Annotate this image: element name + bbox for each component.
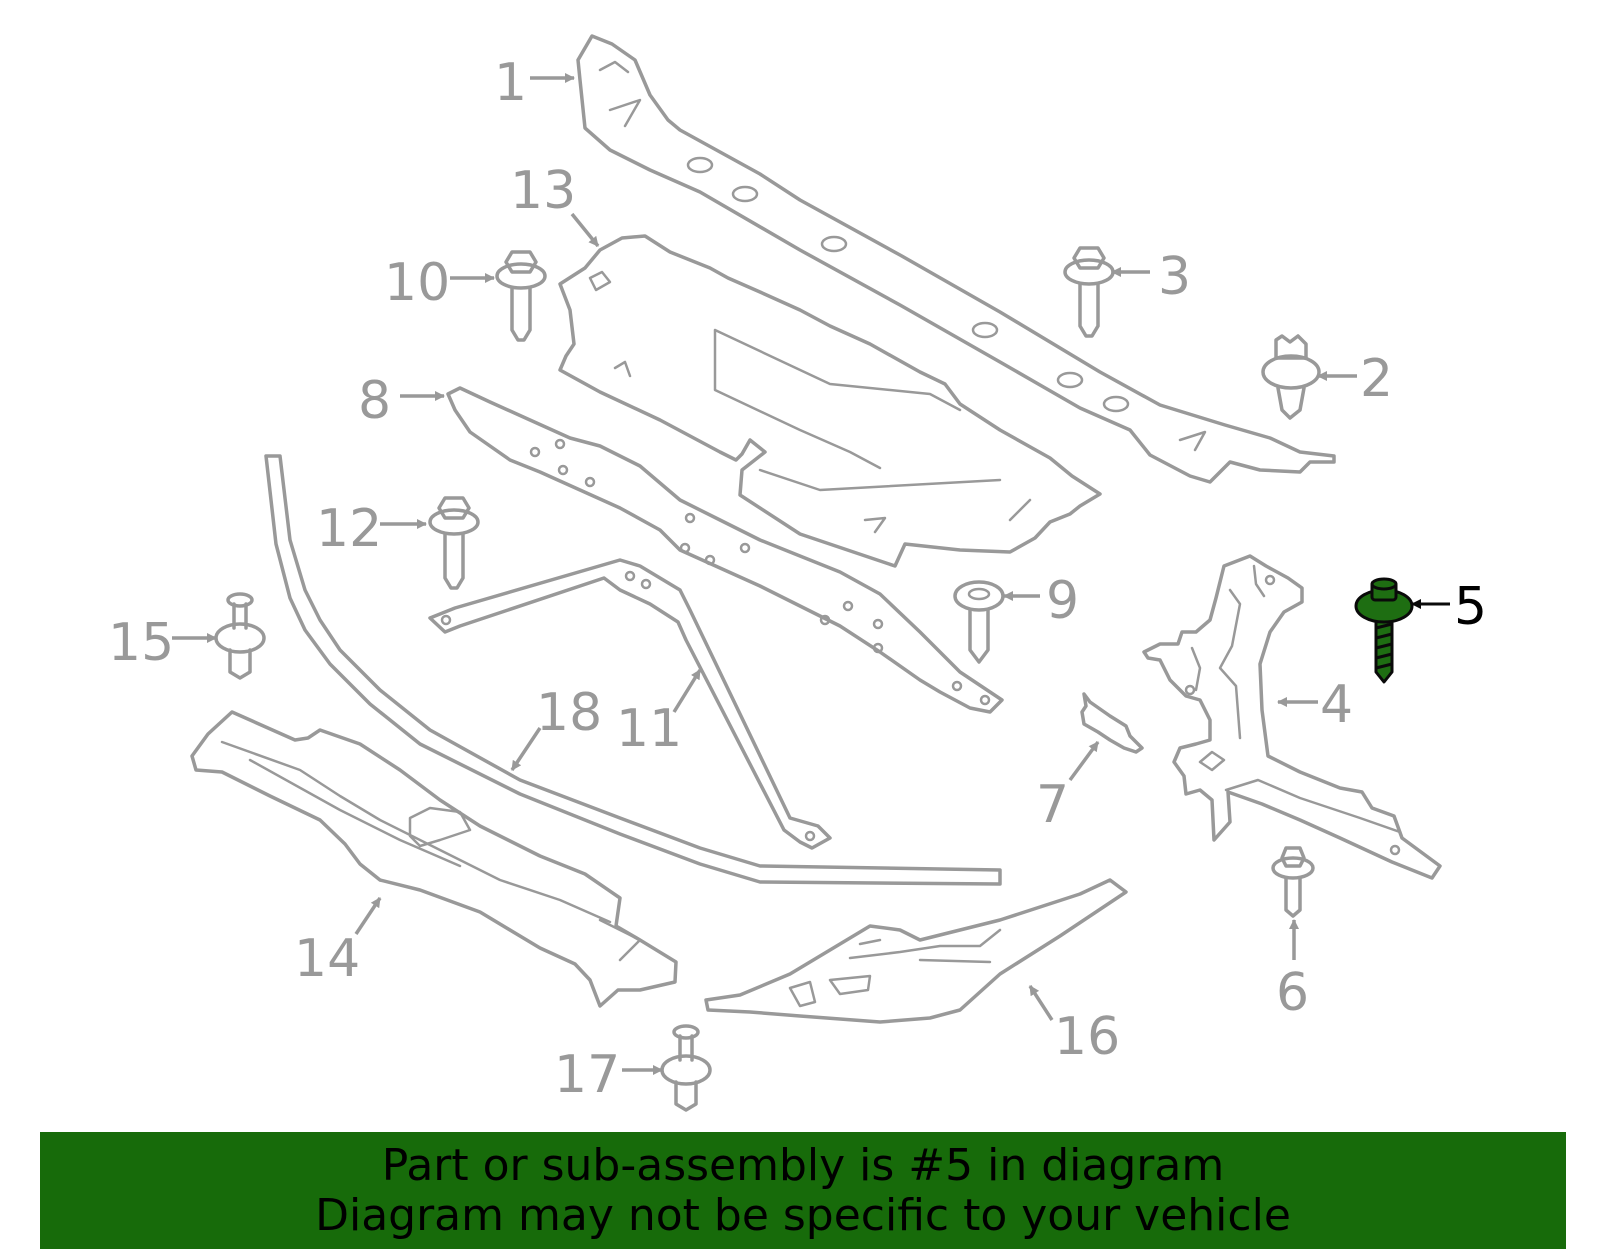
callout-12: 12 bbox=[316, 499, 382, 559]
part-4-side-bracket bbox=[1142, 554, 1442, 880]
info-banner: Part or sub-assembly is #5 in diagram Di… bbox=[40, 1132, 1566, 1249]
callout-5: 5 bbox=[1454, 577, 1487, 637]
fastener-12 bbox=[428, 496, 480, 590]
banner-line-part-number: Part or sub-assembly is #5 in diagram bbox=[381, 1139, 1225, 1191]
callout-1: 1 bbox=[494, 53, 527, 113]
callout-17: 17 bbox=[554, 1045, 620, 1105]
callout-16: 16 bbox=[1054, 1007, 1120, 1067]
callout-8: 8 bbox=[358, 371, 391, 431]
callout-4: 4 bbox=[1320, 675, 1353, 735]
part-7-small-bracket bbox=[1080, 692, 1144, 754]
callout-11: 11 bbox=[616, 699, 682, 759]
callout-labels: 1 2 3 4 5 6 7 8 9 10 11 12 13 14 15 16 1… bbox=[108, 53, 1487, 1105]
fastener-2 bbox=[1261, 334, 1321, 420]
callout-2: 2 bbox=[1360, 349, 1393, 409]
fastener-6 bbox=[1271, 846, 1315, 918]
callout-14: 14 bbox=[294, 929, 360, 989]
fastener-15 bbox=[214, 592, 266, 680]
part-11-brace bbox=[428, 558, 832, 850]
callout-9: 9 bbox=[1046, 571, 1079, 631]
part-16-lower-shield bbox=[704, 878, 1128, 1024]
banner-line-disclaimer: Diagram may not be specific to your vehi… bbox=[315, 1189, 1291, 1241]
callout-10: 10 bbox=[384, 253, 450, 313]
fastener-17 bbox=[660, 1024, 712, 1112]
part-1-upper-tie-bar bbox=[576, 34, 1336, 484]
part-8-lower-tie-bar bbox=[446, 386, 1004, 714]
callout-6: 6 bbox=[1276, 963, 1309, 1023]
callout-18: 18 bbox=[536, 683, 602, 743]
fastener-10 bbox=[495, 250, 547, 342]
part-14-lower-deflector bbox=[190, 710, 678, 1008]
part-18-seal bbox=[264, 454, 1002, 886]
callout-15: 15 bbox=[108, 613, 174, 673]
part-5-bolt-highlighted bbox=[1354, 577, 1414, 684]
part-13-deflector-panel bbox=[558, 234, 1102, 568]
callout-3: 3 bbox=[1158, 247, 1191, 307]
fastener-9 bbox=[953, 580, 1005, 664]
callout-7: 7 bbox=[1036, 775, 1069, 835]
leader-arrows bbox=[172, 73, 1450, 1075]
callout-13: 13 bbox=[510, 161, 576, 221]
fastener-3 bbox=[1063, 246, 1115, 338]
